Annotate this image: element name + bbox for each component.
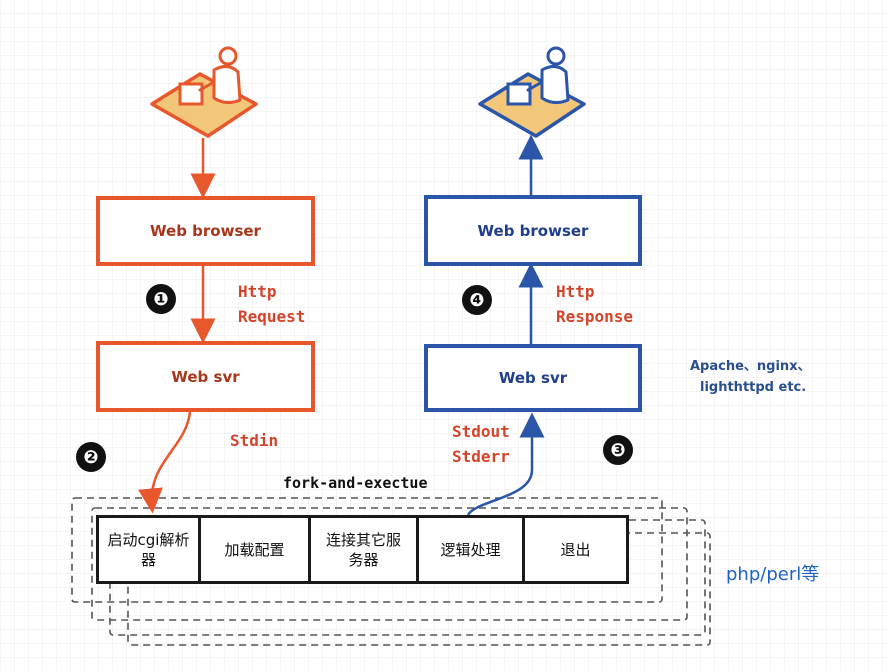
left-web-browser-box: Web browser (96, 196, 315, 266)
right-web-server-label: Web svr (498, 369, 568, 387)
left-web-server-box: Web svr (96, 341, 315, 412)
left-web-browser-label: Web browser (150, 222, 261, 240)
pipeline-cell-exit: 退出 (522, 515, 629, 584)
request-arrows (137, 138, 216, 514)
pipeline-cell-connect-servers: 连接其它服务器 (308, 515, 419, 584)
step-3-marker: ❸ (603, 435, 633, 465)
right-web-browser-label: Web browser (477, 221, 589, 240)
right-web-browser-box: Web browser (424, 195, 642, 266)
http-request-label: Http Request (238, 282, 306, 326)
response-arrows (466, 134, 545, 516)
step-1-marker: ❶ (146, 284, 176, 314)
step-2-marker: ❷ (76, 442, 106, 472)
pipeline-cell-start-cgi: 启动cgi解析器 (96, 515, 201, 584)
left-web-server-label: Web svr (171, 367, 240, 386)
pipeline-cell-logic: 逻辑处理 (416, 515, 525, 584)
php-perl-note: php/perl等 (726, 564, 820, 585)
stdin-label: Stdin (230, 431, 279, 450)
user-at-computer-icon-orange (150, 46, 258, 138)
fork-and-execute-label: fork-and-exectue (283, 474, 428, 492)
pipeline-cell-load-config: 加载配置 (198, 515, 311, 584)
stdout-stderr-label: Stdout Stderr (452, 422, 510, 466)
right-web-server-box: Web svr (424, 344, 642, 412)
step-4-marker: ❹ (462, 285, 492, 315)
web-server-examples-note: Apache、nginx、 lighthttpd etc. (690, 359, 811, 395)
user-at-computer-icon-blue (478, 46, 586, 138)
http-response-label: Http Response (556, 282, 634, 326)
